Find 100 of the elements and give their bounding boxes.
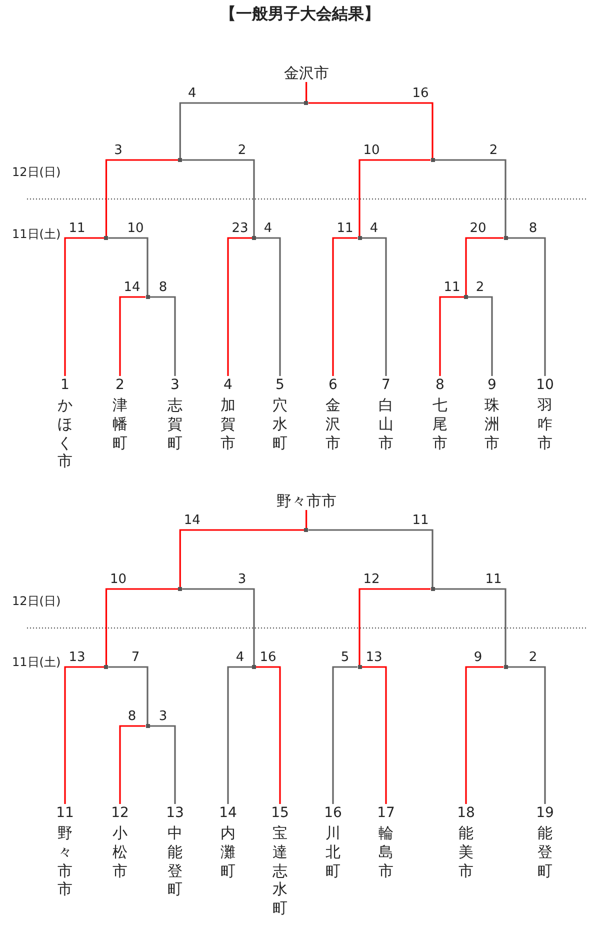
bracket-line <box>434 159 506 236</box>
score-label: 4 <box>370 222 378 235</box>
team-name: 中能登町 <box>167 824 183 899</box>
bracket-line <box>108 237 148 295</box>
team-name: 津幡町 <box>112 396 128 452</box>
score-label: 4 <box>188 87 196 100</box>
bracket-line <box>119 296 146 376</box>
bracket-junction <box>146 724 150 728</box>
seed-number: 5 <box>276 378 284 392</box>
bracket-junction <box>358 236 362 240</box>
seed-number: 16 <box>324 806 342 820</box>
seed-number: 15 <box>271 806 289 820</box>
team-name: 志賀町 <box>167 396 183 452</box>
seed-number: 12 <box>111 806 129 820</box>
team-name: 七尾市 <box>432 396 448 452</box>
seed-number: 19 <box>536 806 554 820</box>
score-label: 4 <box>264 222 272 235</box>
bracket-junction <box>430 158 434 162</box>
bracket-line <box>119 725 146 804</box>
score-label: 11 <box>485 573 502 586</box>
bracket-line <box>256 666 281 804</box>
bracket-line <box>468 296 493 376</box>
score-label: 9 <box>474 651 482 664</box>
team-name: 川北町 <box>325 824 341 880</box>
score-label: 11 <box>68 222 86 235</box>
seed-number: 17 <box>377 806 395 820</box>
bracket-junction <box>104 236 108 240</box>
seed-number: 9 <box>488 378 496 392</box>
score-label: 13 <box>366 651 382 664</box>
score-label: 14 <box>124 281 140 294</box>
bracket-line <box>508 237 546 376</box>
score-label: 2 <box>528 651 538 664</box>
score-label: 16 <box>412 87 429 100</box>
score-label: 3 <box>158 710 168 723</box>
bracket-junction <box>104 665 108 669</box>
team-name: 輪島市 <box>378 824 394 880</box>
score-label: 10 <box>110 573 127 586</box>
bracket-line <box>332 666 358 804</box>
bracket-line <box>306 82 308 101</box>
bracket-line <box>362 666 387 804</box>
seed-number: 3 <box>170 378 180 392</box>
winner-name: 金沢市 <box>284 66 329 81</box>
bracket-junction <box>178 158 182 162</box>
team-name: 加賀市 <box>220 396 236 452</box>
bracket-junction <box>252 236 256 240</box>
bracket-junction <box>304 101 308 105</box>
bracket-line <box>508 666 546 804</box>
score-label: 10 <box>363 144 380 157</box>
bracket-junction <box>304 528 308 532</box>
bracket-junction <box>464 295 468 299</box>
bracket-line <box>227 237 252 376</box>
seed-number: 4 <box>224 378 232 392</box>
score-label: 10 <box>127 222 144 235</box>
score-label: 2 <box>489 144 498 157</box>
bracket-line <box>108 666 148 724</box>
score-label: 3 <box>114 144 122 157</box>
seed-number: 14 <box>219 806 237 820</box>
seed-number: 8 <box>436 378 444 392</box>
seed-number: 6 <box>328 378 338 392</box>
score-label: 23 <box>232 222 248 235</box>
score-label: 8 <box>128 710 136 723</box>
bracket-line <box>105 588 178 665</box>
bracket-line <box>358 159 430 236</box>
team-name: 能美市 <box>458 824 474 880</box>
team-name: 金沢市 <box>325 396 341 452</box>
score-label: 3 <box>238 573 246 586</box>
bracket-junction <box>504 236 508 240</box>
score-label: 4 <box>236 651 244 664</box>
bracket-line <box>150 296 176 376</box>
bracket-line <box>182 588 255 665</box>
bracket-line <box>465 237 504 295</box>
seed-number: 18 <box>457 806 475 820</box>
seed-number: 2 <box>116 378 124 392</box>
bracket-junction <box>252 665 256 669</box>
team-name: 珠洲市 <box>484 396 500 452</box>
bracket-line <box>465 666 504 804</box>
score-label: 8 <box>158 281 168 294</box>
bracket-line <box>362 237 387 376</box>
score-label: 11 <box>412 514 429 527</box>
day-label: 12日(日) <box>12 166 61 178</box>
score-label: 7 <box>131 651 140 664</box>
bracket-line <box>332 237 358 376</box>
seed-number: 10 <box>536 378 554 392</box>
bracket-line <box>256 237 281 376</box>
bracket-junction <box>358 665 362 669</box>
bracket-junction <box>430 587 434 591</box>
score-label: 14 <box>184 514 200 527</box>
bracket-line <box>308 102 434 158</box>
bracket-line <box>182 159 255 236</box>
score-label: 20 <box>470 222 486 235</box>
bracket-line <box>306 510 308 528</box>
team-name: 宝達志水町 <box>272 824 288 918</box>
bracket-line <box>105 159 178 236</box>
day-label: 12日(日) <box>12 595 61 607</box>
score-label: 11 <box>444 281 460 294</box>
score-label: 5 <box>340 651 350 664</box>
bracket-line <box>434 588 506 665</box>
winner-name: 野々市市 <box>276 494 336 509</box>
bracket-junction <box>504 665 508 669</box>
team-name: かほく市 <box>57 396 73 471</box>
